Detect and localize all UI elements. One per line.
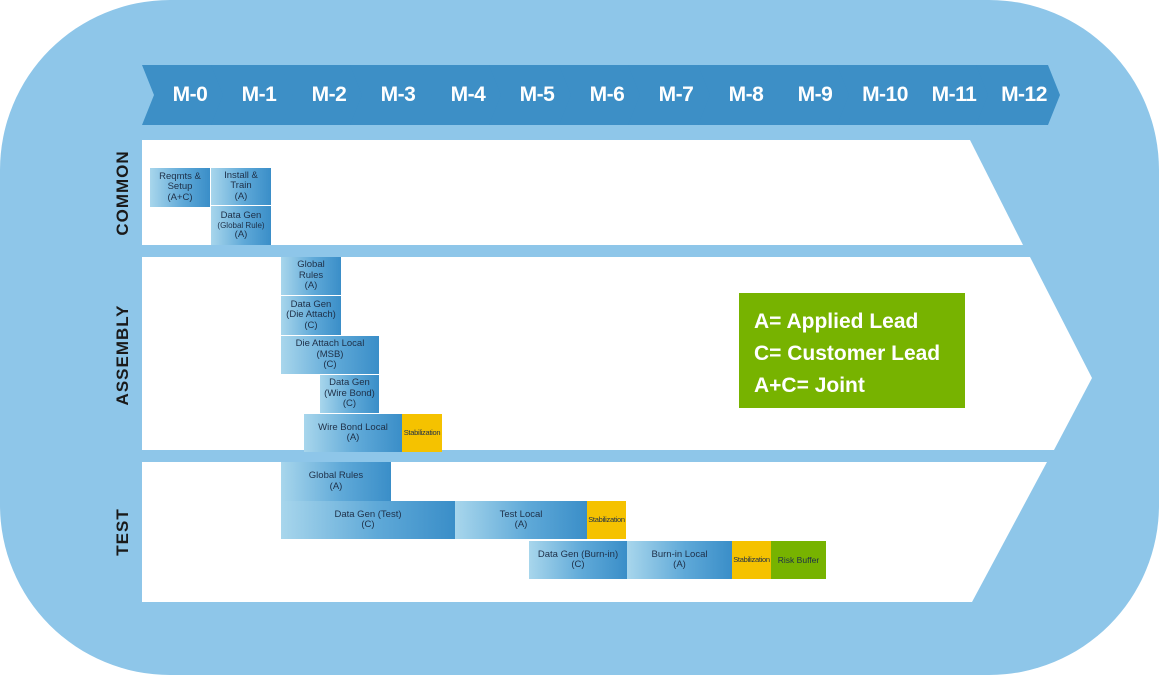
task-line: (Global Rule) xyxy=(217,221,265,230)
chevron-shape xyxy=(281,65,365,125)
task-line: (C) xyxy=(571,559,585,570)
task-line: Global xyxy=(297,259,325,271)
month-label: M-2 xyxy=(311,83,347,106)
task-line: (A) xyxy=(346,432,360,443)
month-chevron: M-0 xyxy=(142,65,226,125)
task-test-stabilization: Stabilization xyxy=(587,501,626,539)
month-label: M-1 xyxy=(241,83,277,106)
task-data-gen-test: Data Gen (Test) (C) xyxy=(281,501,455,539)
month-label: M-0 xyxy=(172,83,208,106)
month-chevron: M-9 xyxy=(767,65,851,125)
legend-line-customer: C= Customer Lead xyxy=(754,342,941,365)
task-line: Global Rules xyxy=(308,470,364,481)
month-label: M-6 xyxy=(589,83,625,106)
task-line: Wire Bond Local xyxy=(318,421,388,433)
month-chevron: M-1 xyxy=(211,65,295,125)
month-chevron: M-4 xyxy=(420,65,504,125)
task-line: Data Gen xyxy=(290,298,332,310)
task-line: Data Gen (Test) xyxy=(334,508,402,520)
chevron-shape xyxy=(489,65,573,125)
month-label: M-8 xyxy=(728,83,764,106)
task-line: (A) xyxy=(234,229,248,240)
task-line: (MSB) xyxy=(316,348,344,360)
month-label: M-3 xyxy=(380,83,416,106)
common-band xyxy=(142,140,1023,245)
legend-line-applied: A= Applied Lead xyxy=(754,310,919,333)
chevron-shape xyxy=(906,65,990,125)
month-label: M-12 xyxy=(1001,83,1047,106)
task-line: Data Gen xyxy=(220,209,262,221)
task-line: Data Gen xyxy=(329,377,370,389)
month-label: M-7 xyxy=(658,83,694,106)
task-line: (C) xyxy=(304,319,318,331)
month-chevron: M-3 xyxy=(350,65,434,125)
task-data-gen-burn-in: Data Gen (Burn-in) (C) xyxy=(529,541,627,579)
month-label: M-9 xyxy=(797,83,833,106)
task-line: Setup xyxy=(167,181,193,193)
chevron-shape xyxy=(628,65,712,125)
month-label: M-5 xyxy=(519,83,555,106)
task-line: (C) xyxy=(342,398,357,410)
month-chevron: M-10 xyxy=(837,65,921,125)
chevron-shape xyxy=(837,65,921,125)
task-data-gen-wire-bond: Data Gen (Wire Bond) (C) xyxy=(320,375,379,413)
task-reqmts-setup: Reqmts & Setup (A+C) xyxy=(150,168,210,207)
task-line: (Die Attach) xyxy=(286,309,336,321)
task-line: Rules xyxy=(298,269,324,281)
chevron-shape xyxy=(211,65,295,125)
task-line: (A) xyxy=(304,280,318,292)
task-burn-in-local: Burn-in Local (A) xyxy=(627,541,732,579)
task-line: (A) xyxy=(234,190,248,202)
chevron-shape xyxy=(350,65,434,125)
month-label: M-11 xyxy=(931,83,977,106)
task-die-attach-local: Die Attach Local (MSB) (C) xyxy=(281,336,379,374)
task-line: Burn-in Local xyxy=(651,548,708,560)
chevron-shape xyxy=(698,65,782,125)
task-install-train: Install & Train (A) xyxy=(211,168,271,205)
task-line: Install & xyxy=(224,169,258,181)
chevron-shape xyxy=(559,65,643,125)
month-chevron: M-2 xyxy=(281,65,365,125)
chevron-shape xyxy=(420,65,504,125)
task-line: Test Local xyxy=(499,508,543,520)
month-chevron: M-6 xyxy=(559,65,643,125)
chevron-shape xyxy=(767,65,851,125)
legend-line-joint: A+C= Joint xyxy=(754,374,865,397)
task-data-gen-die-attach: Data Gen (Die Attach) (C) xyxy=(281,296,341,335)
task-wire-bond-local: Wire Bond Local (A) xyxy=(304,414,402,452)
task-test-local: Test Local (A) xyxy=(455,501,587,539)
month-chevron: M-7 xyxy=(628,65,712,125)
month-chevron: M-12 xyxy=(976,65,1060,125)
task-data-gen-global-rule: Data Gen (Global Rule) (A) xyxy=(211,206,271,245)
chevron-shape xyxy=(976,65,1060,125)
task-line: Die Attach Local xyxy=(295,338,365,350)
month-chevron: M-8 xyxy=(698,65,782,125)
task-line: Train xyxy=(230,180,252,192)
month-label: M-10 xyxy=(862,83,908,106)
task-test-global-rules: Global Rules (A) xyxy=(281,462,391,501)
task-line: Reqmts & xyxy=(159,170,201,182)
task-line: (A) xyxy=(514,519,528,530)
task-line: Data Gen (Burn-in) xyxy=(537,548,619,560)
task-burn-in-stabilization: Stabilization xyxy=(732,541,771,579)
row-label-test: TEST xyxy=(113,508,132,556)
month-chevron: M-5 xyxy=(489,65,573,125)
legend-box: A= Applied Lead C= Customer Lead A+C= Jo… xyxy=(739,293,965,408)
task-risk-buffer: Risk Buffer xyxy=(771,541,826,579)
task-line: (Wire Bond) xyxy=(324,387,375,399)
task-assembly-stabilization: Stabilization xyxy=(402,414,442,452)
month-label: M-4 xyxy=(450,83,486,106)
chevron-shape xyxy=(142,65,226,125)
task-line: (A) xyxy=(673,559,686,570)
task-line: (C) xyxy=(361,519,375,530)
task-line: (A) xyxy=(329,480,343,492)
task-line: (A+C) xyxy=(167,191,193,203)
task-line: (C) xyxy=(323,359,337,371)
task-assembly-global-rules: Global Rules (A) xyxy=(281,257,341,295)
month-chevron: M-11 xyxy=(906,65,990,125)
